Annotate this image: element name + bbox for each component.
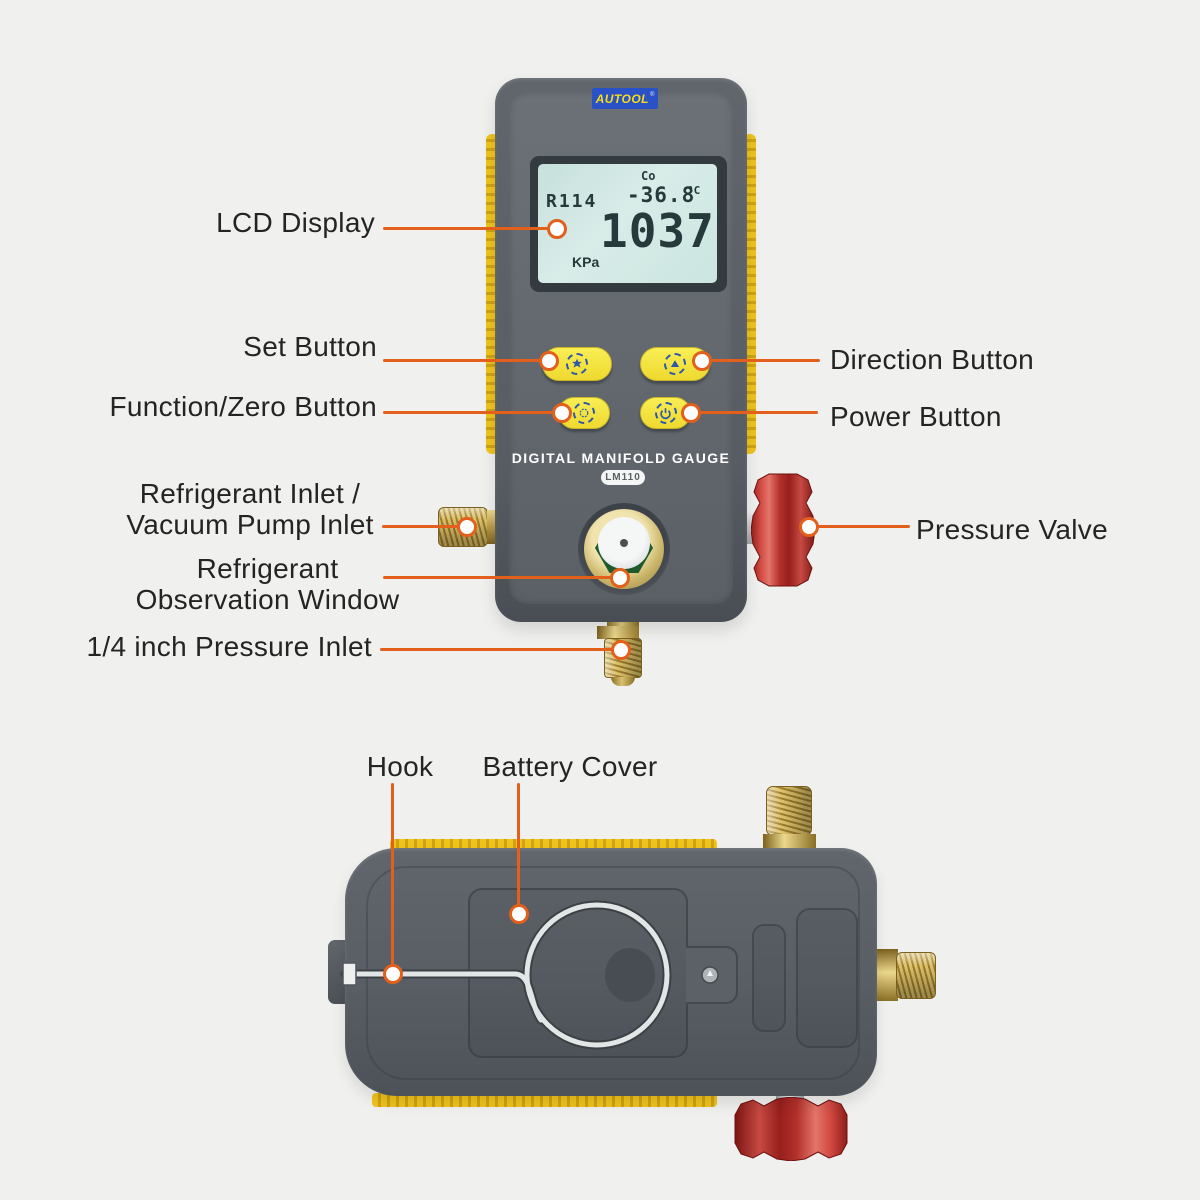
dot-power-button — [681, 403, 701, 423]
lcd-temp-label: Co — [641, 169, 656, 183]
callout-set-button: Set Button — [243, 331, 377, 362]
back-top-fitting-hex — [763, 834, 816, 851]
callout-pressure-inlet: 1/4 inch Pressure Inlet — [86, 631, 372, 662]
power-icon — [654, 402, 677, 424]
function-zero-icon — [573, 402, 595, 424]
leader-refrigerant-inlet — [382, 525, 461, 528]
back-slot-small — [752, 924, 786, 1032]
leader-function-zero — [383, 411, 556, 414]
back-valve-knob — [734, 1096, 848, 1162]
lcd-temperature: -36.8 — [627, 183, 696, 207]
dot-set-button — [539, 351, 559, 371]
callout-observation-window: Refrigerant Observation Window — [120, 553, 415, 615]
product-name: DIGITAL MANIFOLD GAUGE — [511, 450, 731, 466]
observation-window-dot — [620, 539, 628, 547]
dot-lcd-display — [547, 219, 567, 239]
callout-function-zero-button: Function/Zero Button — [109, 391, 377, 422]
battery-cover-screw — [701, 966, 719, 984]
dot-pressure-inlet — [611, 640, 631, 660]
leader-power-button — [697, 411, 818, 414]
callout-refrigerant-inlet-line1: Refrigerant Inlet / — [139, 478, 361, 509]
dot-hook — [383, 964, 403, 984]
leader-hook — [391, 783, 394, 968]
leader-set-button — [383, 359, 543, 362]
callout-pressure-valve: Pressure Valve — [916, 514, 1108, 545]
callout-refrigerant-inlet-line2: Vacuum Pump Inlet — [126, 509, 374, 540]
brand-reg-mark: ® — [650, 91, 655, 98]
callout-lcd-display: LCD Display — [216, 207, 375, 238]
back-right-fitting-hex — [874, 949, 898, 1001]
dot-direction-button — [692, 351, 712, 371]
pressure-valve-knob — [750, 473, 816, 587]
back-bottom-bumper — [372, 1093, 717, 1107]
leader-direction-button — [708, 359, 820, 362]
callout-observation-line1: Refrigerant — [196, 553, 339, 584]
brand-logo-text: AUTOOL — [595, 91, 650, 106]
hook-wire — [330, 895, 700, 1060]
lcd-temp-unit: °C — [687, 184, 701, 197]
callout-direction-button: Direction Button — [830, 344, 1035, 375]
leader-battery-cover — [517, 783, 520, 908]
dot-observation-window — [610, 568, 630, 588]
back-top-fitting — [766, 786, 812, 836]
pressure-inlet-hex — [597, 626, 639, 639]
dot-pressure-valve — [799, 517, 819, 537]
model-badge: LM110 — [601, 470, 645, 485]
callout-power-button: Power Button — [830, 401, 1002, 432]
lcd-screen — [538, 164, 717, 283]
model-text: LM110 — [605, 472, 641, 483]
leader-observation-window — [383, 576, 614, 579]
dot-function-zero — [552, 403, 572, 423]
lcd-pressure-reading: 1037 — [600, 204, 715, 258]
pressure-inlet-tip — [611, 677, 635, 686]
leader-pressure-valve — [815, 525, 910, 528]
leader-lcd-display — [383, 227, 551, 230]
leader-pressure-inlet — [380, 648, 615, 651]
lcd-refrigerant-mode: R114 — [546, 191, 598, 212]
back-slot-large — [796, 908, 858, 1048]
callout-refrigerant-inlet: Refrigerant Inlet / Vacuum Pump Inlet — [95, 478, 405, 540]
callout-battery-cover: Battery Cover — [482, 751, 658, 782]
callout-observation-line2: Observation Window — [135, 584, 400, 615]
callout-hook: Hook — [366, 751, 434, 782]
back-right-fitting — [896, 952, 936, 999]
dot-refrigerant-inlet — [457, 517, 477, 537]
direction-icon — [664, 353, 686, 375]
dot-battery-cover — [509, 904, 529, 924]
lcd-pressure-unit: KPa — [572, 254, 600, 270]
set-icon — [566, 353, 588, 375]
brand-logo: AUTOOL® — [592, 88, 658, 109]
